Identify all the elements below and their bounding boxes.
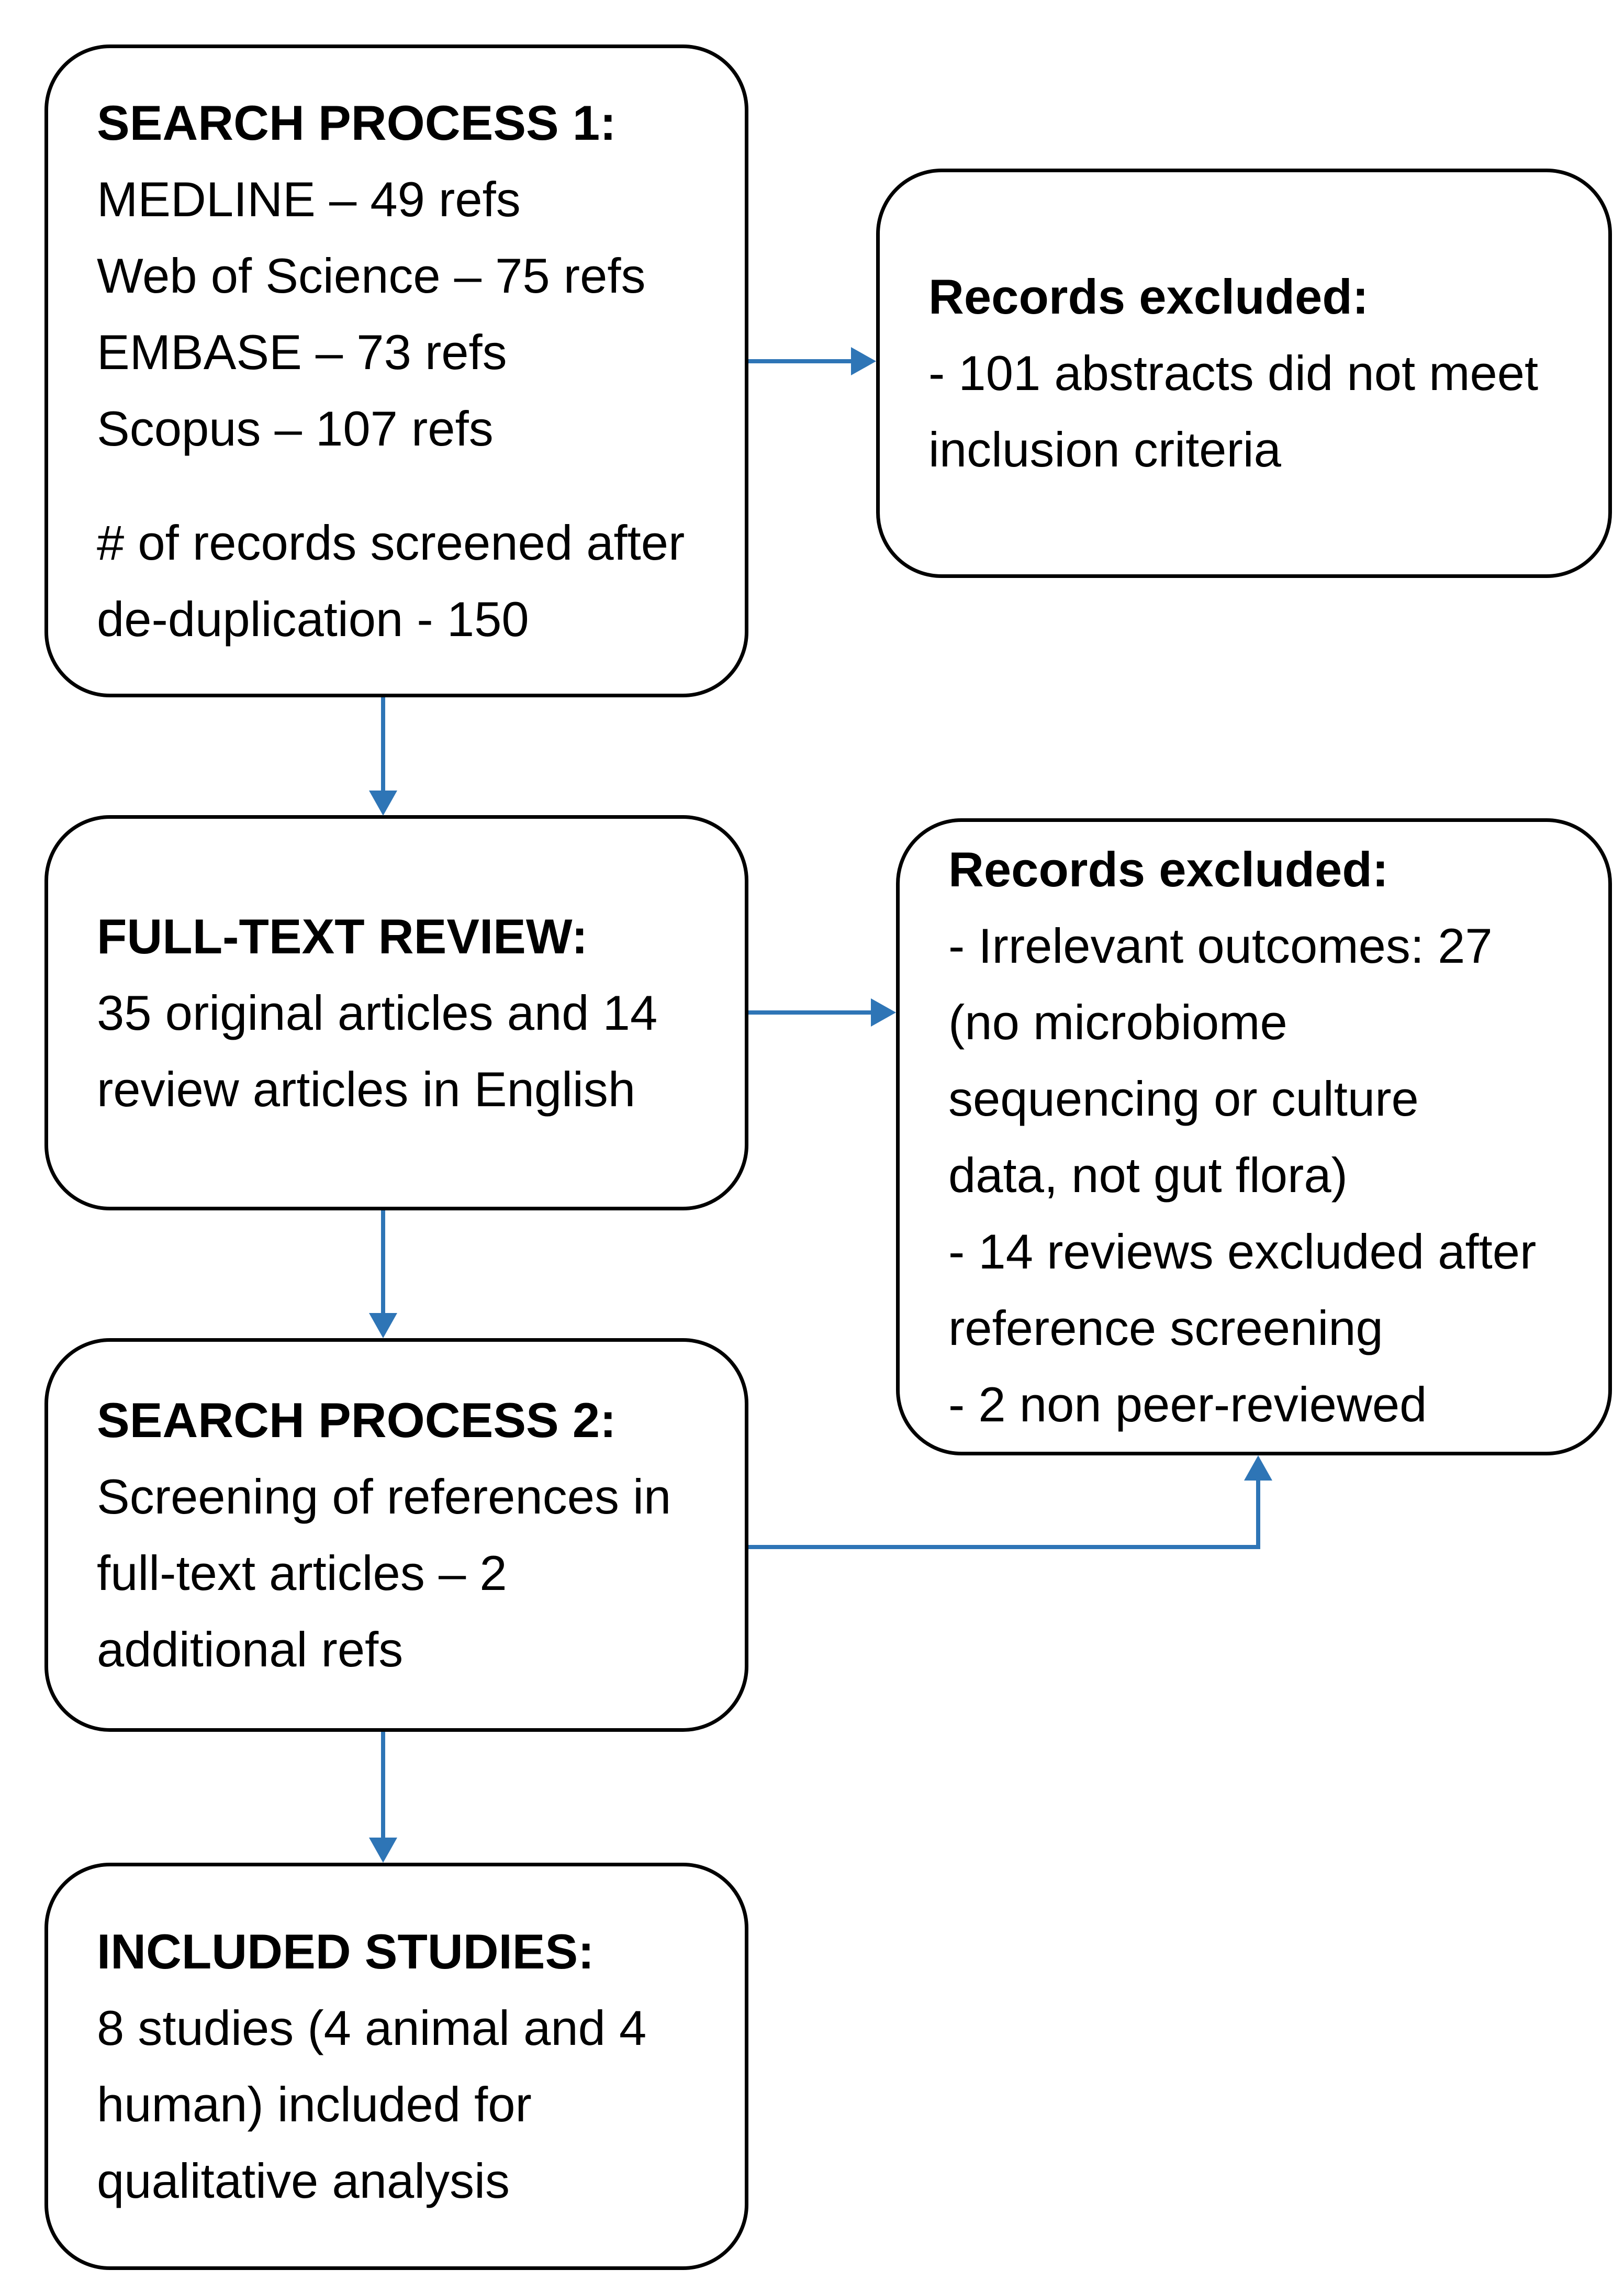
box-full-text-review: FULL-TEXT REVIEW: 35 original articles a… [44,815,748,1210]
arrow-line-search2-to-included [381,1732,385,1846]
box-title: Records excluded: [948,841,1389,897]
arrowhead-up-icon [1244,1455,1272,1481]
arrowhead-right-icon [871,998,896,1027]
box-line: - 2 non peer-reviewed [948,1376,1427,1432]
box-line: 8 studies (4 animal and 4 [97,2000,647,2055]
box-search-process-1: SEARCH PROCESS 1: MEDLINE – 49 refs Web … [44,44,748,697]
box-line: Screening of references in [97,1469,671,1524]
arrow-line-search1-to-fulltext [381,697,385,792]
box-line: - Irrelevant outcomes: 27 [948,918,1493,973]
box-line: reference screening [948,1300,1383,1355]
box-line: qualitative analysis [97,2153,510,2208]
box-title: SEARCH PROCESS 2: [97,1393,617,1448]
box-title: Records excluded: [928,269,1369,324]
box-line: Scopus – 107 refs [97,400,494,456]
box-title: INCLUDED STUDIES: [97,1924,595,1979]
arrow-elbow-horizontal-search2-to-excluded2 [748,1545,1260,1549]
arrowhead-right-icon [851,347,876,375]
box-line: - 101 abstracts did not meet [928,346,1539,400]
box-line: inclusion criteria [928,422,1281,477]
box-line: 35 original articles and 14 [97,985,658,1040]
arrowhead-down-icon [369,1838,397,1863]
box-line: review articles in English [97,1061,636,1117]
box-records-excluded-1: Records excluded: - 101 abstracts did no… [876,169,1612,578]
arrowhead-down-icon [369,791,397,816]
box-line: additional refs [97,1622,404,1677]
arrow-line-search1-to-excluded1 [748,359,852,363]
box-search-process-2: SEARCH PROCESS 2: Screening of reference… [44,1338,748,1732]
box-note-line: # of records screened after [97,515,685,570]
box-title: SEARCH PROCESS 1: [97,95,617,150]
box-line: Web of Science – 75 refs [97,248,646,303]
arrow-elbow-vertical-search2-to-excluded2 [1256,1481,1260,1549]
box-included-studies: INCLUDED STUDIES: 8 studies (4 animal an… [44,1863,748,2270]
box-line: - 14 reviews excluded after [948,1223,1537,1279]
arrowhead-down-icon [369,1313,397,1338]
box-line: full-text articles – 2 [97,1545,507,1600]
arrow-line-fulltext-to-search2 [381,1210,385,1315]
arrow-line-fulltext-to-excluded2 [748,1010,872,1015]
box-line: EMBASE – 73 refs [97,324,507,380]
box-line: human) included for [97,2077,532,2132]
box-line: sequencing or culture [948,1071,1419,1126]
box-note-line: de-duplication - 150 [97,591,529,647]
box-title: FULL-TEXT REVIEW: [97,908,588,964]
box-line: (no microbiome [948,994,1287,1050]
box-records-excluded-2: Records excluded: - Irrelevant outcomes:… [896,818,1612,1455]
box-line: data, not gut flora) [948,1147,1348,1203]
box-line: MEDLINE – 49 refs [97,171,521,227]
